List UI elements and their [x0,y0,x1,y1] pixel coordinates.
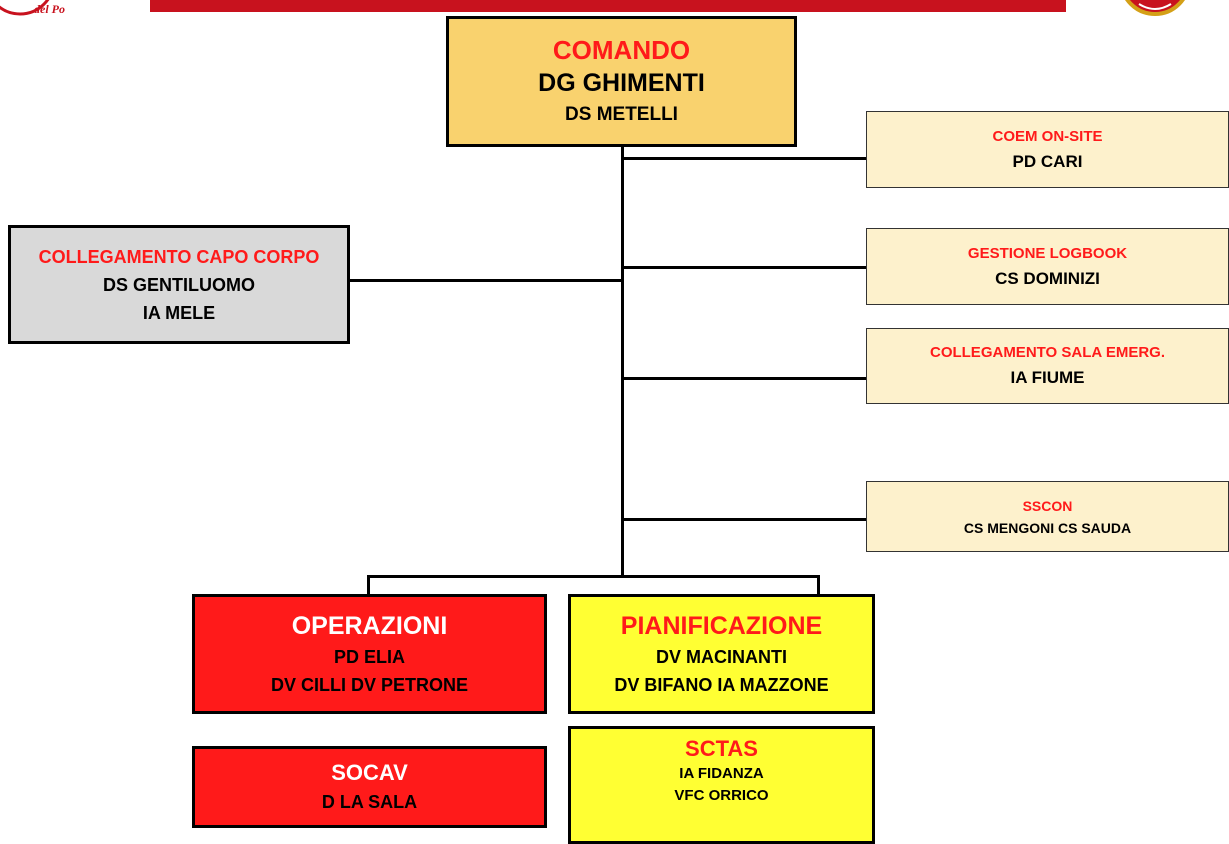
connector-sscon [622,518,867,521]
branch-right-drop [817,575,820,596]
coem-on-site-box: COEM ON-SITE PD CARI [866,111,1229,188]
gestione-logbook-member: CS DOMINIZI [995,268,1100,288]
gestione-logbook-box: GESTIONE LOGBOOK CS DOMINIZI [866,228,1229,305]
logo-left-text: del Po [34,2,65,16]
operazioni-box: OPERAZIONI PD ELIA DV CILLI DV PETRONE [192,594,547,714]
right-logo [1099,0,1229,16]
collegamento-sala-emerg-box: COLLEGAMENTO SALA EMERG. IA FIUME [866,328,1229,404]
corps-seal-icon [1125,0,1185,16]
branch-horizontal [367,575,820,578]
collegamento-capo-corpo-member-2: IA MELE [142,302,216,323]
connector-logbook [622,266,867,269]
operazioni-members: DV CILLI DV PETRONE [270,675,468,695]
socav-title: SOCAV [331,760,408,785]
pianificazione-members: DV BIFANO IA MAZZONE [614,675,829,695]
operazioni-leader: PD ELIA [333,647,405,667]
header-bar [150,0,1066,12]
connector-coem [622,157,867,160]
logo-emblem-icon: del Po [0,0,65,16]
socav-box: SOCAV D LA SALA [192,746,547,828]
comando-commander: DG GHIMENTI [538,68,705,97]
collegamento-sala-emerg-title: COLLEGAMENTO SALA EMERG. [929,344,1165,361]
connector-sala-emerg [622,377,867,380]
sctas-member-2: VFC ORRICO [674,787,769,804]
sctas-member-1: IA FIDANZA [679,765,764,782]
sctas-title: SCTAS [685,736,758,761]
coem-on-site-member: PD CARI [1012,151,1083,171]
comando-title: COMANDO [552,34,691,65]
trunk-line [621,147,624,577]
collegamento-capo-corpo-box: COLLEGAMENTO CAPO CORPO DS GENTILUOMO IA… [8,225,350,344]
collegamento-capo-corpo-title: COLLEGAMENTO CAPO CORPO [38,246,320,267]
sscon-members: CS MENGONI CS SAUDA [963,519,1132,536]
coem-on-site-title: COEM ON-SITE [992,127,1103,145]
socav-member: D LA SALA [321,792,418,812]
operazioni-title: OPERAZIONI [291,612,448,640]
gestione-logbook-title: GESTIONE LOGBOOK [967,244,1128,262]
pianificazione-title: PIANIFICAZIONE [620,612,823,640]
sscon-box: SSCON CS MENGONI CS SAUDA [866,481,1229,552]
comando-deputy: DS METELLI [565,103,678,125]
comando-box: COMANDO DG GHIMENTI DS METELLI [446,16,797,147]
left-logo: del Po [0,0,80,18]
sscon-title: SSCON [1022,497,1073,514]
pianificazione-box: PIANIFICAZIONE DV MACINANTI DV BIFANO IA… [568,594,875,714]
collegamento-sala-emerg-member: IA FIUME [1010,368,1085,387]
collegamento-capo-corpo-member-1: DS GENTILUOMO [103,274,255,295]
pianificazione-leader: DV MACINANTI [656,647,787,667]
connector-collegamento-capo-corpo [348,279,623,282]
branch-left-drop [367,575,370,596]
sctas-box: SCTAS IA FIDANZA VFC ORRICO [568,726,875,844]
